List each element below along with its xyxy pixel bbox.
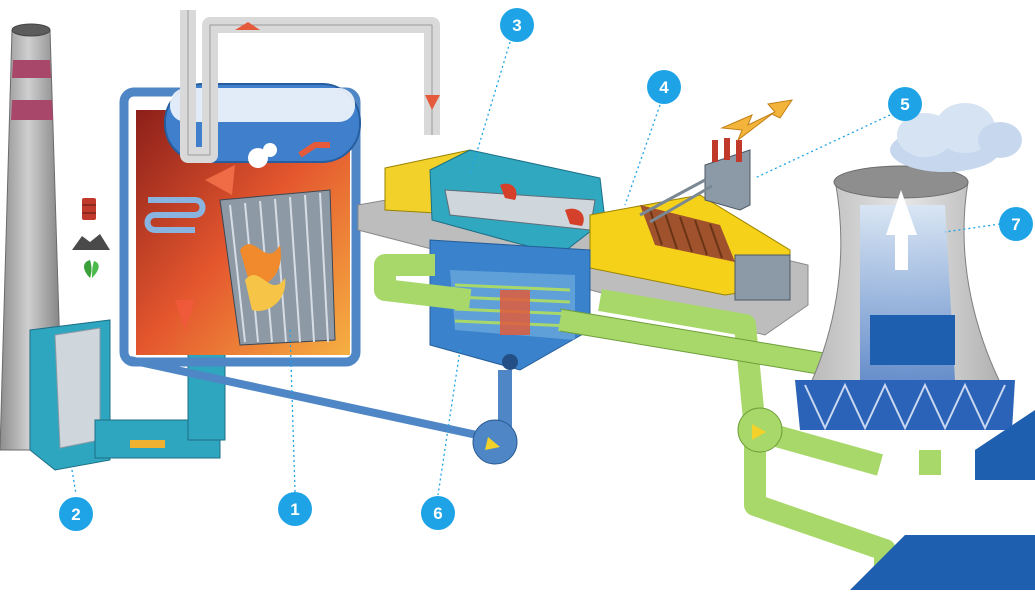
svg-text:6: 6 <box>433 504 442 523</box>
flue-gas-filter <box>29 309 226 471</box>
boiler-furnace <box>119 87 361 367</box>
svg-text:7: 7 <box>1011 215 1020 234</box>
badge-6: 6 <box>421 496 455 530</box>
steam-turbine <box>384 149 606 256</box>
leader-line-7 <box>944 223 1001 233</box>
transformer <box>639 138 751 224</box>
badge-4: 4 <box>647 70 681 104</box>
water-basin <box>850 410 1035 590</box>
badge-2: 2 <box>59 497 93 531</box>
leader-line-4 <box>624 104 661 206</box>
badge-5: 5 <box>888 87 922 121</box>
oil-barrel-icon <box>82 198 96 220</box>
badge-1: 1 <box>278 492 312 526</box>
cooling-tower <box>795 165 1015 431</box>
svg-text:5: 5 <box>900 95 909 114</box>
biomass-leaf-icon <box>84 260 99 278</box>
leader-line-2 <box>71 469 77 495</box>
badge-3: 3 <box>500 8 534 42</box>
svg-text:3: 3 <box>512 16 521 35</box>
coal-pile-icon <box>72 234 110 250</box>
leader-line-6 <box>437 349 461 496</box>
feedwater-pipe <box>129 356 518 465</box>
condenser <box>429 239 591 371</box>
cooling-pump <box>737 407 783 453</box>
svg-text:4: 4 <box>659 78 669 97</box>
svg-text:1: 1 <box>290 500 299 519</box>
steam-cloud-icon <box>890 103 1022 172</box>
steam-pipe <box>180 10 440 163</box>
badge-7: 7 <box>999 207 1033 241</box>
leader-line-1 <box>289 329 296 493</box>
leader-line-3 <box>469 41 511 176</box>
svg-text:2: 2 <box>71 505 80 524</box>
lightning-bolt-icon <box>720 99 794 142</box>
